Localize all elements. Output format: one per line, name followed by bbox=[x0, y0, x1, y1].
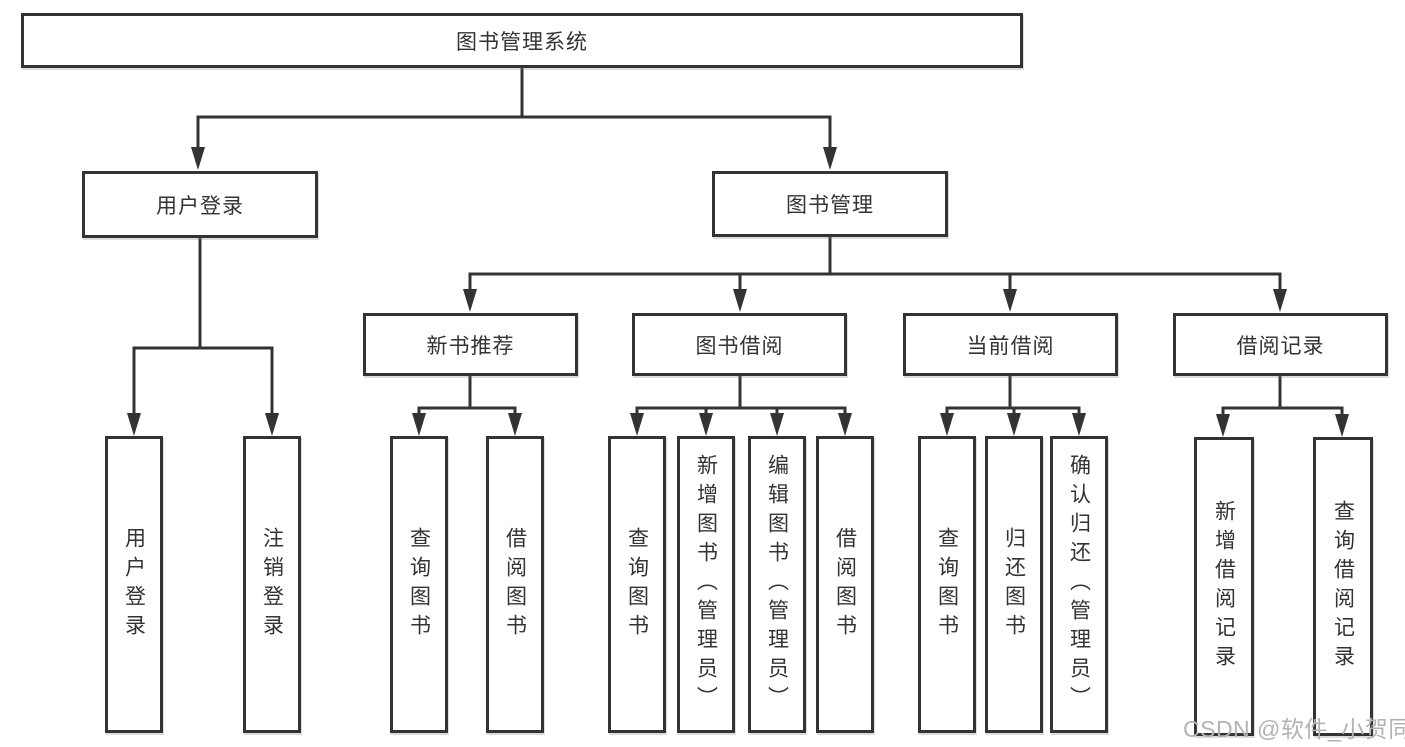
leaf-query-borrow-record-label: 查询借阅记录 bbox=[1331, 499, 1355, 674]
node-user-login: 用户登录 bbox=[82, 171, 318, 238]
leaf-query-book-recommend-label: 查询图书 bbox=[407, 526, 431, 643]
leaf-query-book-recommend: 查询图书 bbox=[390, 436, 448, 733]
node-book-management-label: 图书管理 bbox=[786, 194, 874, 217]
leaf-query-borrow-record: 查询借阅记录 bbox=[1313, 437, 1373, 736]
leaf-user-login: 用户登录 bbox=[105, 436, 163, 733]
node-borrow-records: 借阅记录 bbox=[1173, 313, 1388, 376]
leaf-borrow-book-label: 借阅图书 bbox=[833, 526, 857, 643]
node-library-management-system-label: 图书管理系统 bbox=[456, 30, 588, 54]
node-new-book-recommend-label: 新书推荐 bbox=[426, 334, 515, 358]
leaf-edit-book-admin-label: 编辑图书（管理员） bbox=[765, 454, 789, 715]
leaf-logout-label: 注销登录 bbox=[260, 526, 284, 643]
leaf-confirm-return-admin-label: 确认归还（管理员） bbox=[1067, 454, 1091, 715]
leaf-borrow-book: 借阅图书 bbox=[816, 436, 874, 733]
leaf-return-book-label: 归还图书 bbox=[1002, 526, 1026, 643]
leaf-add-borrow-record: 新增借阅记录 bbox=[1194, 437, 1254, 736]
node-current-borrow: 当前借阅 bbox=[903, 313, 1118, 376]
node-new-book-recommend: 新书推荐 bbox=[363, 313, 578, 376]
leaf-borrow-book-recommend: 借阅图书 bbox=[486, 436, 544, 733]
node-current-borrow-label: 当前借阅 bbox=[966, 334, 1055, 358]
leaf-user-login-label: 用户登录 bbox=[122, 526, 146, 643]
leaf-logout: 注销登录 bbox=[243, 436, 301, 733]
leaf-borrow-book-recommend-label: 借阅图书 bbox=[503, 526, 527, 643]
node-borrow-records-label: 借阅记录 bbox=[1236, 334, 1325, 358]
node-library-management-system: 图书管理系统 bbox=[21, 13, 1023, 68]
leaf-add-borrow-record-label: 新增借阅记录 bbox=[1212, 499, 1236, 674]
node-book-borrow: 图书借阅 bbox=[632, 313, 847, 376]
leaf-edit-book-admin: 编辑图书（管理员） bbox=[748, 436, 806, 733]
leaf-query-book-borrow-label: 查询图书 bbox=[625, 526, 649, 643]
leaf-add-book-admin-label: 新增图书（管理员） bbox=[694, 454, 718, 715]
leaf-query-book-borrow: 查询图书 bbox=[608, 436, 666, 733]
leaf-confirm-return-admin: 确认归还（管理员） bbox=[1050, 436, 1108, 733]
node-user-login-label: 用户登录 bbox=[156, 194, 244, 218]
csdn-watermark: CSDN @软件_小贺同学 bbox=[1183, 716, 1405, 742]
node-book-borrow-label: 图书借阅 bbox=[695, 334, 784, 358]
leaf-query-book-current: 查询图书 bbox=[918, 436, 976, 733]
leaf-query-book-current-label: 查询图书 bbox=[935, 526, 959, 643]
leaf-return-book: 归还图书 bbox=[985, 436, 1043, 733]
leaf-add-book-admin: 新增图书（管理员） bbox=[677, 436, 735, 733]
node-book-management: 图书管理 bbox=[712, 171, 948, 237]
